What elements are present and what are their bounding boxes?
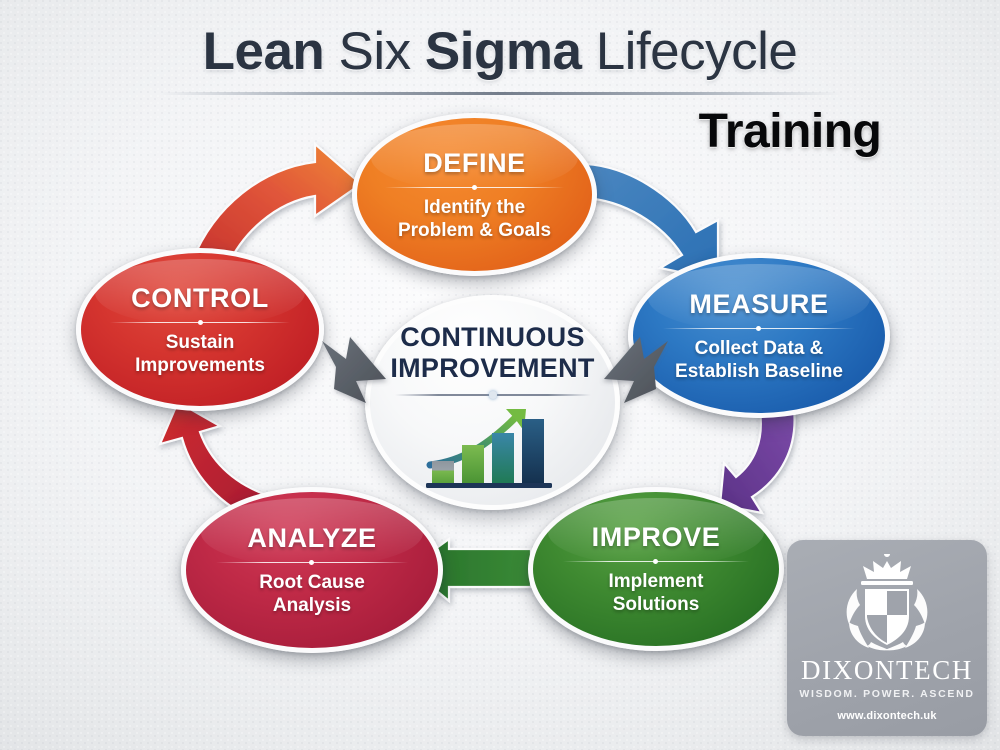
arrow-left-to-center [322,337,386,403]
crown-shield-laurel-icon [846,554,928,651]
phase-subtitle-analyze-l1: Root Cause [259,572,365,593]
title-word-lifecycle: Lifecycle [595,22,798,81]
center-title-line2: IMPROVEMENT [390,353,595,383]
phase-divider-improve [562,557,750,566]
phase-subtitle-analyze: Root Cause Analysis [259,571,365,617]
phase-subtitle-improve-l1: Implement [608,571,704,592]
phase-divider-analyze [216,558,408,567]
title-divider [160,92,840,95]
center-divider [394,391,591,399]
title-word-lean: Lean [202,22,325,81]
page-title: Lean Six Sigma Lifecycle [0,22,1000,82]
center-node-continuous-improvement[interactable]: CONTINUOUS IMPROVEMENT [365,295,620,510]
phase-title-define: DEFINE [423,147,526,178]
title-word-six: Six [338,22,412,81]
phase-subtitle-control: Sustain Improvements [135,331,265,377]
phase-subtitle-define: Identify the Problem & Goals [398,196,551,242]
phase-node-define[interactable]: DEFINE Identify the Problem & Goals [352,113,597,276]
logo-tagline: WISDOM. POWER. ASCEND [799,688,975,700]
arrow-control-to-define [189,141,363,274]
phase-node-analyze[interactable]: ANALYZE Root Cause Analysis [181,487,443,653]
phase-subtitle-control-l2: Improvements [135,354,265,376]
phase-subtitle-control-l1: Sustain [165,331,235,353]
title-word-sigma: Sigma [424,22,582,81]
logo-name: DIXONTECH [801,655,973,685]
phase-subtitle-measure-l1: Collect Data & [694,337,824,359]
growth-chart-icon [418,403,568,494]
center-title: CONTINUOUS IMPROVEMENT [390,322,594,384]
phase-divider-define [385,183,564,192]
center-title-line1: CONTINUOUS [400,322,585,352]
phase-subtitle-improve: Implement Solutions [608,570,703,616]
brand-logo[interactable]: DIXONTECH WISDOM. POWER. ASCEND www.dixo… [787,540,987,736]
phase-title-improve: IMPROVE [591,522,721,552]
phase-subtitle-define-l1: Identify the [423,196,526,218]
phase-node-measure[interactable]: MEASURE Collect Data & Establish Baselin… [628,253,890,418]
phase-subtitle-measure-l2: Establish Baseline [675,360,843,382]
phase-divider-control [109,318,291,327]
phase-subtitle-improve-l2: Solutions [612,594,700,615]
subtitle-training: Training [698,105,882,158]
phase-subtitle-measure: Collect Data & Establish Baseline [675,337,843,383]
phase-node-control[interactable]: CONTROL Sustain Improvements [76,248,324,411]
phase-title-control: CONTROL [131,282,269,313]
phase-title-measure: MEASURE [689,288,829,319]
phase-node-improve[interactable]: IMPROVE Implement Solutions [528,487,784,651]
arrow-right-to-center [604,337,668,403]
phase-divider-measure [663,324,855,333]
phase-title-analyze: ANALYZE [247,523,377,553]
phase-subtitle-analyze-l2: Analysis [272,595,352,616]
phase-subtitle-define-l2: Problem & Goals [397,219,552,241]
logo-url[interactable]: www.dixontech.uk [837,710,937,722]
